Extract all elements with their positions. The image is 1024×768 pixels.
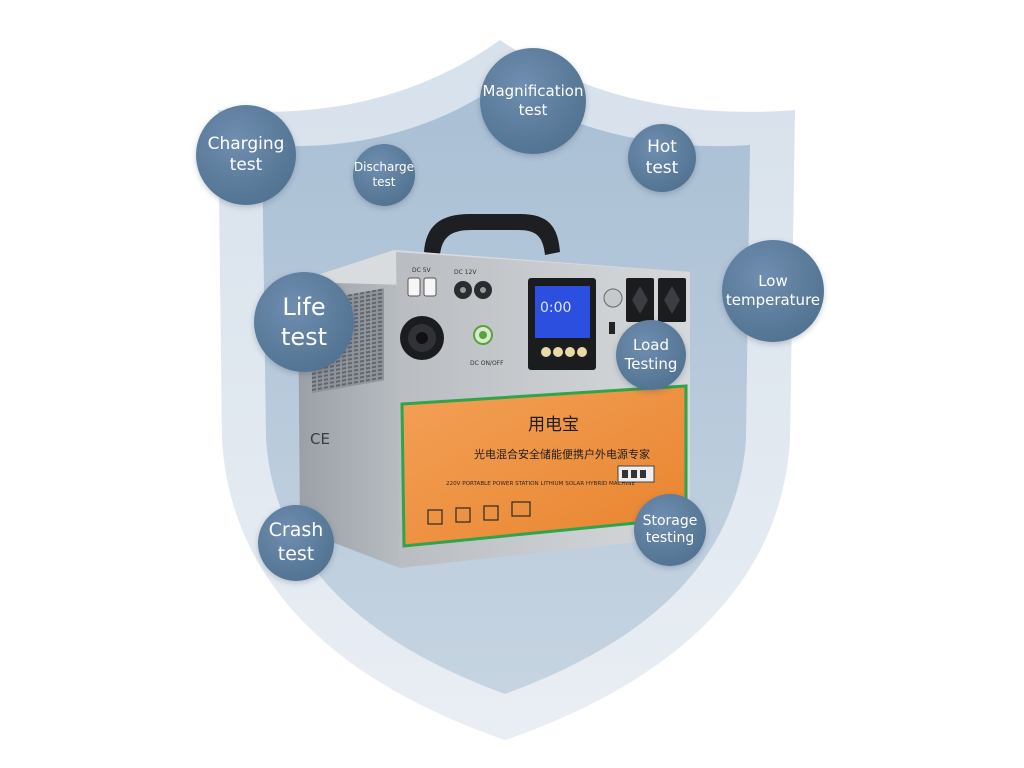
bubble-line-2: test <box>229 155 263 175</box>
handle <box>424 214 560 255</box>
brand-text: 用电宝 <box>528 415 579 435</box>
bubble-line-1: Life <box>282 293 326 321</box>
dc-label: DC 12V <box>454 269 477 276</box>
bubble-line-2: testing <box>645 530 695 546</box>
bubble-line-1: Load <box>633 336 669 355</box>
charging-test-bubble: Charging test <box>196 105 296 205</box>
bubble-line-2: test <box>518 101 548 119</box>
discharge-test-bubble: Discharge test <box>353 144 415 206</box>
low-temperature-bubble: Low temperature <box>722 240 824 342</box>
bubble-line-2: test <box>280 323 328 351</box>
usb-ports: DC 5V <box>407 267 437 297</box>
bubble-line-1: Charging <box>207 133 285 154</box>
bubble-line-1: Storage <box>642 512 698 529</box>
bubble-line-1: Magnification <box>482 82 584 101</box>
bubble-line-2: test <box>645 158 679 178</box>
dc-sockets: DC 12V <box>454 269 492 299</box>
car-socket <box>400 316 444 360</box>
slogan-text: 光电混合安全储能便携户外电源专家 <box>474 447 650 461</box>
ce-mark: CE <box>310 430 330 448</box>
crash-test-bubble: Crash test <box>258 505 334 581</box>
bubble-line-1: Crash <box>268 519 324 542</box>
bubble-line-1: Discharge <box>353 160 415 174</box>
lcd-display: 0:00 <box>528 278 596 370</box>
storage-testing-bubble: Storage testing <box>634 494 706 566</box>
bubble-line-2: test <box>372 175 396 189</box>
life-test-bubble: Life test <box>254 272 354 372</box>
screen-readout: 0:00 <box>540 300 571 316</box>
usb-label: DC 5V <box>412 267 432 274</box>
load-testing-bubble: Load Testing <box>616 320 686 390</box>
switch-label: DC ON/OFF <box>470 360 504 367</box>
bubble-line-1: Hot <box>647 136 677 157</box>
bubble-line-2: temperature <box>725 291 821 309</box>
key-switch <box>603 288 623 334</box>
bubble-line-1: Low <box>758 272 788 291</box>
dc-switch: DC ON/OFF <box>470 325 504 367</box>
svg-text:CE: CE <box>310 430 330 448</box>
hot-test-bubble: Hot test <box>628 124 696 192</box>
magnification-test-bubble: Magnification test <box>480 48 586 154</box>
bubble-line-2: Testing <box>624 355 678 373</box>
ac-outlets <box>626 278 686 322</box>
subtitle-text: 220V PORTABLE POWER STATION LITHIUM SOLA… <box>446 481 635 487</box>
bubble-line-2: test <box>277 543 315 565</box>
